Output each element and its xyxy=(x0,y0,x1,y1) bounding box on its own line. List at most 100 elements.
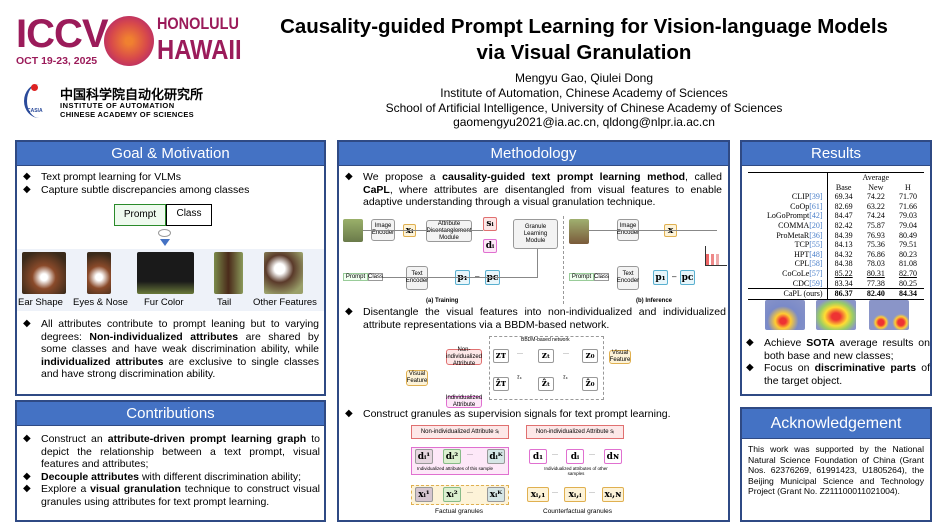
citation: [58] xyxy=(809,259,823,269)
eye-icon xyxy=(158,229,171,237)
casia-line2: CHINESE ACADEMY OF SCIENCES xyxy=(60,110,194,119)
score-cell: 76.86 xyxy=(866,249,885,259)
citation: [20] xyxy=(809,220,823,230)
acknowledgement-text: This work was supported by the National … xyxy=(748,444,924,496)
contribution-item: Explore a visual granulation technique t… xyxy=(19,483,320,508)
counterfactual-caption: Counterfactual granules xyxy=(543,508,613,515)
score-cell: 71.70 xyxy=(898,192,917,202)
right-non-ind-attr: Non-individualized Attribute sᵢ xyxy=(526,425,624,439)
col-new: New xyxy=(868,182,884,192)
dog-fur-image xyxy=(137,252,194,294)
score-cell: 84.32 xyxy=(834,249,853,259)
score-cell: 80.31 xyxy=(866,268,885,278)
emails: gaomengyu2021@ia.ac.cn, qldong@nlpr.ia.a… xyxy=(453,115,715,130)
method-bullet-1: We propose a causality-guided text promp… xyxy=(341,171,722,209)
contributions-title: Contributions xyxy=(17,402,324,426)
score-cell: 77.38 xyxy=(866,278,885,288)
left-non-ind-attr: Non-individualized Attribute sᵢ xyxy=(411,425,509,439)
score-cell: 84.39 xyxy=(834,230,853,240)
method-name: CoOp xyxy=(790,201,810,211)
bbdm-network-frame xyxy=(489,336,604,400)
method-name: CDC xyxy=(792,278,810,288)
input-image xyxy=(343,219,363,242)
col-base: Base xyxy=(835,182,852,192)
score-cell: 82.69 xyxy=(834,201,853,211)
score-cell: 84.13 xyxy=(834,240,853,250)
class-token: Class xyxy=(368,273,384,281)
score-cell: 80.23 xyxy=(898,249,917,259)
z0-box: z₀ xyxy=(582,349,598,363)
training-caption: (a) Training xyxy=(426,298,459,304)
x-granule: xᵢ,ɴ xyxy=(602,487,624,502)
score-cell: 80.49 xyxy=(898,230,917,240)
title-line-2: via Visual Granulation xyxy=(476,41,692,64)
score-cell: 79.03 xyxy=(898,211,917,221)
non-individualized-attribute: Non-individualized Attribute xyxy=(446,346,483,367)
individualized-attribute: Individualized Attribute xyxy=(445,395,483,408)
iccv-wordmark: ICCV xyxy=(16,12,109,56)
dog-ear-image xyxy=(22,252,66,294)
goal-paragraph: All attributes contribute to prompt lean… xyxy=(19,318,319,381)
acknowledgement-panel: Acknowledgement This work was supported … xyxy=(740,407,932,522)
citation: [39] xyxy=(809,192,823,202)
results-bullet: Achieve SOTA average results on both bas… xyxy=(742,337,930,362)
methodology-panel: Methodology We propose a causality-guide… xyxy=(337,140,730,522)
x-granule: xᵢᴷ xyxy=(487,487,505,502)
attr-ear-shape: Ear Shape xyxy=(18,297,63,308)
method-bullet-3: Construct granules as supervision signal… xyxy=(341,408,726,421)
arrow-down-icon xyxy=(160,239,170,246)
inference-caption: (b) Inference xyxy=(636,298,673,304)
heatmap-car-3 xyxy=(869,300,909,330)
attribute-disentanglement-module: Attribute Disentanglement Module xyxy=(426,220,472,242)
average-header: Average xyxy=(862,173,890,182)
factual-caption: Factual granules xyxy=(435,508,484,515)
bbdm-figure: BBDM-based network Visual Feature Non-in… xyxy=(406,336,631,408)
attr-other: Other Features xyxy=(253,297,317,308)
casia-logo: CASIA 中国科学院自动化研究所 INSTITUTE OF AUTOMATIO… xyxy=(22,84,227,122)
score-cell: 75.87 xyxy=(866,220,885,230)
acknowledgement-title: Acknowledgement xyxy=(742,409,930,439)
d-box: dᵢ¹ xyxy=(415,449,433,464)
method-name: COMMA xyxy=(778,220,810,230)
score-cell: 74.22 xyxy=(866,192,885,202)
bird-image xyxy=(569,219,589,244)
score-cell: 83.34 xyxy=(834,278,853,288)
casia-line1: INSTITUTE OF AUTOMATION xyxy=(60,101,175,110)
d-box: dᵢᴷ xyxy=(487,449,505,464)
col-h: H xyxy=(905,182,911,192)
citation: [55] xyxy=(809,240,823,250)
x-granule: xᵢ² xyxy=(443,487,461,502)
score-cell: 63.22 xyxy=(866,201,885,211)
inference-prompt-token: Prompt xyxy=(569,273,594,281)
iccv-dates: OCT 19-23, 2025 xyxy=(16,55,98,67)
citation: [42] xyxy=(809,211,823,221)
results-title: Results xyxy=(742,142,930,166)
framework-figure: Image Encoder xᵢ Attribute Disentangleme… xyxy=(341,214,728,306)
zht-box: ẑₜ xyxy=(538,377,554,391)
hawaii-text: HAWAII xyxy=(157,34,242,65)
x-granule: xᵢ,ᵢ xyxy=(564,487,586,502)
x-granule: xᵢ¹ xyxy=(415,487,433,502)
d-box: dɴ xyxy=(604,449,622,464)
heatmap-car-2 xyxy=(816,300,856,330)
method-name: TCP xyxy=(794,240,810,250)
zT-box: zᴛ xyxy=(493,349,509,363)
score-cell: 74.24 xyxy=(866,211,885,221)
author-info: Mengyu Gao, Qiulei Dong Institute of Aut… xyxy=(228,71,940,130)
score-cell: 79.51 xyxy=(898,240,917,250)
citation: [57] xyxy=(809,268,823,278)
inference-class-token: Class xyxy=(594,273,610,281)
method-name: CLIP xyxy=(791,192,810,202)
d-box: dᵢ² xyxy=(443,449,461,464)
inference-pc-box: pᴄ xyxy=(680,270,695,285)
inference-p1-box: p₁ xyxy=(653,270,668,285)
score-cell: 75.36 xyxy=(866,240,885,250)
results-bullet: Focus on discriminative parts of the tar… xyxy=(742,362,930,387)
attr-fur-color: Fur Color xyxy=(144,297,184,308)
visual-feature-input: Visual Feature xyxy=(406,370,428,386)
